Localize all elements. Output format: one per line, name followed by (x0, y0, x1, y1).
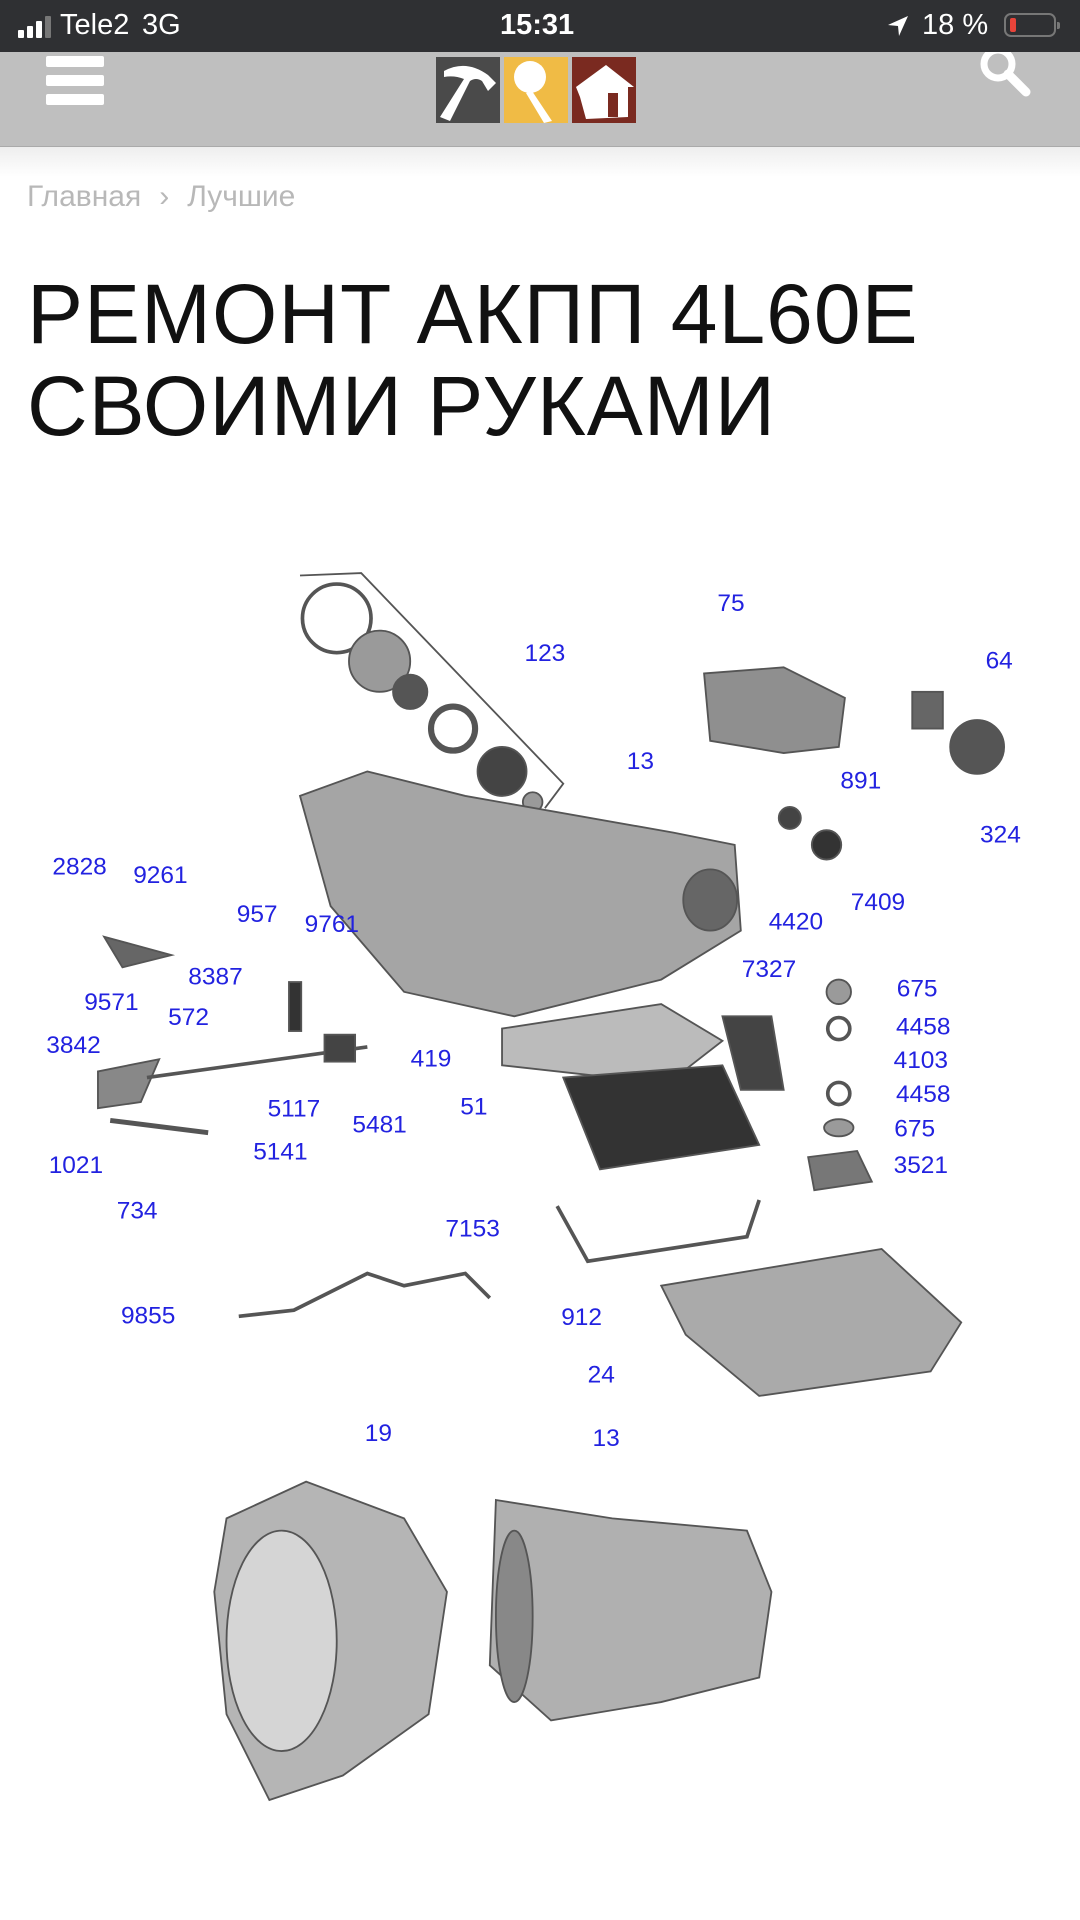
site-logo[interactable] (436, 57, 636, 123)
part-label-419: 419 (411, 1046, 452, 1073)
house-icon (572, 57, 636, 123)
signal-icon (18, 16, 51, 38)
battery-icon (1004, 13, 1060, 37)
part-label-123: 123 (524, 640, 565, 667)
part-label-7327: 7327 (742, 956, 796, 983)
part-label-9261: 9261 (133, 862, 187, 889)
part-label-1021: 1021 (49, 1152, 103, 1179)
part-label-3842: 3842 (46, 1032, 100, 1059)
part-label-7153: 7153 (445, 1216, 499, 1243)
part-label-13: 13 (627, 748, 654, 775)
hammer-icon (436, 57, 500, 123)
part-label-2828: 2828 (52, 853, 106, 880)
part-label-8387: 8387 (188, 963, 242, 990)
title-line-1: РЕМОНТ АКПП 4L60E (27, 267, 919, 361)
part-label-9855: 9855 (121, 1303, 175, 1330)
part-label-3521: 3521 (894, 1152, 948, 1179)
breadcrumb-separator: › (159, 180, 170, 213)
network-type: 3G (142, 9, 181, 41)
battery-percent: 18 % (922, 9, 989, 41)
part-label-4458: 4458 (896, 1014, 950, 1041)
part-label-19: 19 (365, 1420, 392, 1447)
title-line-2: СВОИМИ РУКАМИ (27, 359, 777, 453)
part-label-75: 75 (717, 590, 744, 617)
part-label-957: 957 (237, 901, 278, 928)
part-label-7409: 7409 (851, 889, 905, 916)
part-label-5481: 5481 (352, 1112, 406, 1139)
part-label-9571: 9571 (84, 989, 138, 1016)
diagram-labels: 123 75 64 13 891 324 2828 9261 957 9761 4420 7409 83… (46, 590, 1021, 1452)
part-label-912: 912 (561, 1304, 602, 1331)
part-label-9761: 9761 (305, 911, 359, 938)
part-label-24: 24 (588, 1361, 615, 1388)
location-arrow-icon (888, 16, 908, 36)
breadcrumb: Главная › Лучшие (27, 180, 295, 214)
part-label-891: 891 (840, 768, 881, 795)
part-label-4420: 4420 (769, 908, 823, 935)
part-label-51: 51 (460, 1093, 487, 1120)
part-label-675: 675 (897, 976, 938, 1003)
header-shadow (0, 147, 1080, 177)
part-label-675: 675 (894, 1115, 935, 1142)
status-bar: Tele2 3G 15:31 18 % (0, 0, 1080, 52)
part-label-572: 572 (168, 1004, 209, 1031)
breadcrumb-home[interactable]: Главная (27, 180, 142, 213)
part-label-4103: 4103 (894, 1047, 948, 1074)
search-icon[interactable] (978, 52, 1038, 102)
part-label-5141: 5141 (253, 1139, 307, 1166)
carrier: Tele2 (60, 9, 130, 41)
clock: 15:31 (500, 9, 575, 41)
breadcrumb-best[interactable]: Лучшие (187, 180, 296, 213)
screw-icon (504, 57, 568, 123)
hamburger-icon[interactable] (46, 56, 104, 113)
part-label-4458: 4458 (896, 1081, 950, 1108)
part-label-5117: 5117 (268, 1096, 321, 1123)
part-label-324: 324 (980, 821, 1021, 848)
diagram-parts (97, 572, 1005, 1802)
part-label-734: 734 (117, 1197, 158, 1224)
part-label-13: 13 (593, 1425, 620, 1452)
part-label-64: 64 (986, 648, 1013, 675)
